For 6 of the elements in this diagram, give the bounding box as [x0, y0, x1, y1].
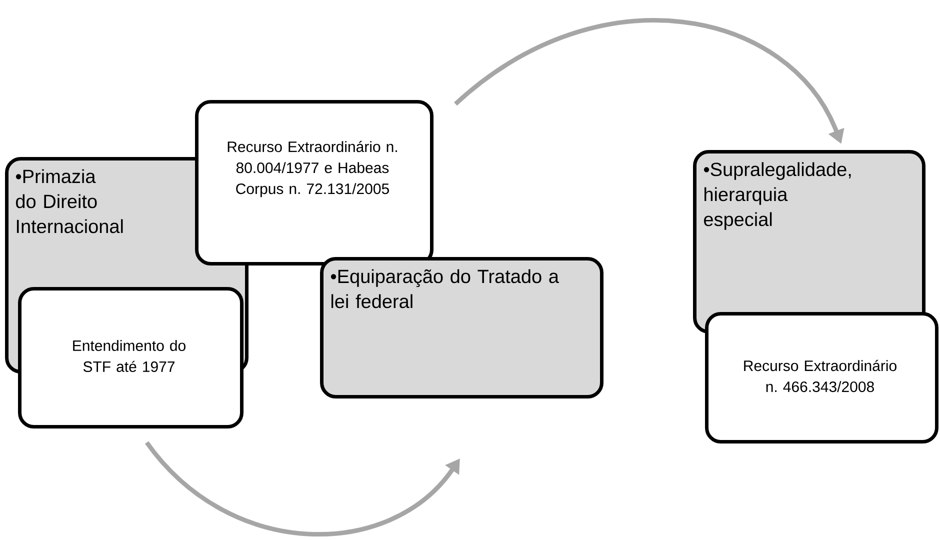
process-box: Recurso Extraordinário n. 80.004/1977 e Habeas Corpus n. 72.131/2005	[195, 100, 434, 266]
process-box: •Supralegalidade, hierarquia especial	[693, 150, 926, 334]
curved-arrow	[145, 441, 460, 536]
process-box: Recurso Extraordinário n. 466.343/2008	[705, 312, 938, 444]
process-box: Entendimento do STF até 1977	[18, 287, 244, 428]
process-box: •Equiparação do Tratado a lei federal	[320, 257, 604, 398]
